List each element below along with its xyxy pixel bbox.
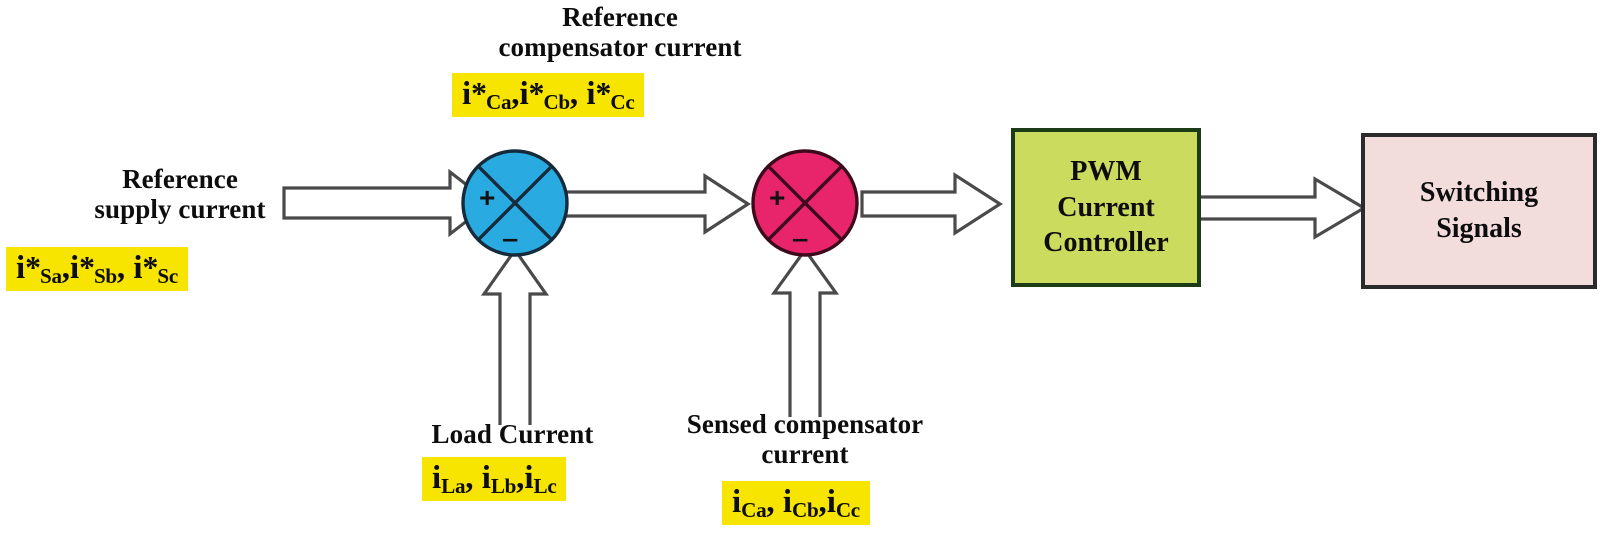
arrow-node1-to-node2 [563,173,751,235]
reference-compensator-current-formula-text: i*Ca,i*Cb, i*Cc [452,73,645,117]
sensed-compensator-current-label: Sensed compensator current [660,409,950,469]
reference-compensator-current-line1: Reference [562,2,678,32]
arrow-supply-to-node1 [282,168,493,238]
reference-compensator-current-line2: compensator current [498,32,742,63]
arrow-load-to-node1 [480,247,550,425]
switching-signals-box[interactable] [1361,133,1597,289]
sensed-compensator-current-line2: current [761,439,849,470]
sensed-compensator-current-formula-text: iCa, iCb,iCc [722,481,870,525]
reference-supply-current-line2: supply current [94,194,266,225]
summing-node-1[interactable] [461,149,569,257]
reference-supply-current-formula: i*Sa,i*Sb, i*Sc [6,247,188,291]
node1-minus-sign: ‒ [503,223,518,253]
node2-minus-sign: ‒ [793,223,808,253]
reference-compensator-current-formula: i*Ca,i*Cb, i*Cc [452,73,645,117]
reference-compensator-current-label: Reference compensator current [455,2,785,62]
arrow-pwm-to-switching [1197,176,1368,240]
sensed-compensator-current-formula: iCa, iCb,iCc [722,481,870,525]
reference-supply-current-label: Reference supply current [80,164,280,224]
load-current-formula: iLa, iLb,iLc [422,457,567,501]
sensed-compensator-current-line1: Sensed compensator [686,409,924,439]
reference-supply-current-formula-text: i*Sa,i*Sb, i*Sc [6,247,188,291]
summing-node-2[interactable] [751,149,859,257]
reference-supply-current-line1: Reference [122,164,238,194]
node1-plus-sign: + [479,182,496,213]
load-current-formula-text: iLa, iLb,iLc [422,457,567,501]
arrow-node2-to-pwm [860,172,1003,236]
node2-plus-sign: + [769,182,786,213]
arrow-sensed-to-node2 [770,247,840,417]
load-current-line1: Load Current [431,419,594,449]
pwm-current-controller-box[interactable] [1011,128,1201,287]
load-current-label: Load Current [405,419,620,449]
